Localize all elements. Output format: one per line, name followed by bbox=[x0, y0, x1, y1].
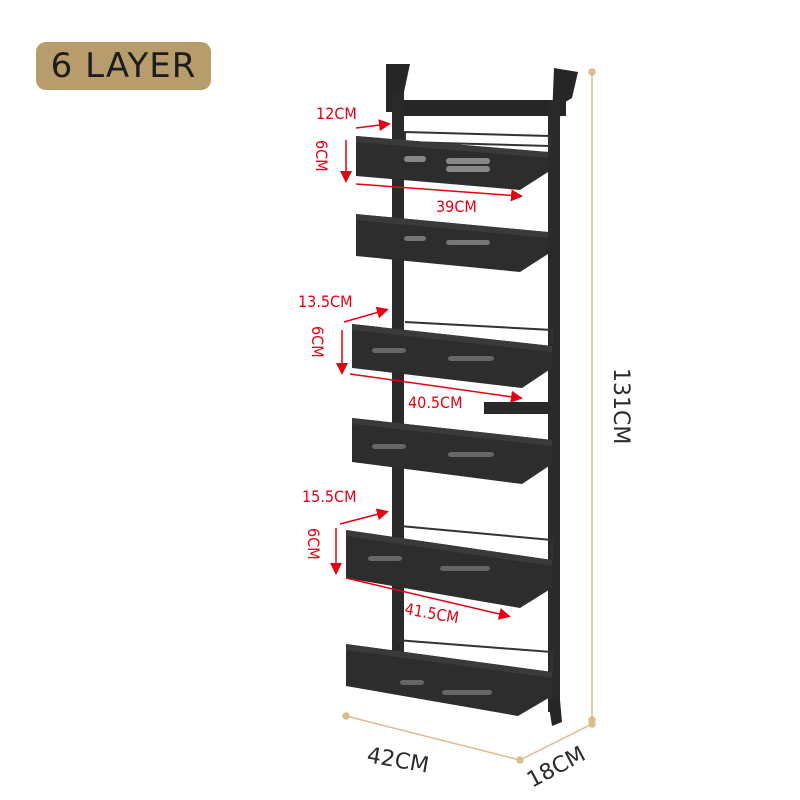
overall-width-label: 42CM bbox=[365, 743, 431, 778]
shelf-2 bbox=[356, 214, 548, 272]
overall-height-label: 131CM bbox=[608, 368, 633, 444]
layer-3-height-label: 6CM bbox=[304, 528, 323, 560]
top-crossbar bbox=[396, 100, 566, 116]
layer-2-height-label: 6CM bbox=[308, 326, 327, 358]
layer-count-badge: 6 LAYER bbox=[36, 42, 211, 90]
layer-3-dimensions bbox=[330, 508, 511, 620]
layer-2-depth-label: 13.5CM bbox=[298, 292, 353, 311]
shelf-4 bbox=[352, 418, 552, 484]
shelf-6 bbox=[346, 639, 553, 716]
layer-1-height-label: 6CM bbox=[312, 140, 331, 172]
overall-dimension-guides bbox=[342, 68, 596, 764]
layer-1-width-label: 39CM bbox=[436, 197, 477, 216]
layer-2-dimensions bbox=[336, 306, 523, 403]
layer-1-depth-label: 12CM bbox=[316, 104, 357, 123]
rack-illustration bbox=[346, 64, 578, 726]
overall-depth-label: 18CM bbox=[523, 742, 590, 793]
bracket bbox=[484, 402, 552, 414]
shelf-3 bbox=[352, 321, 553, 388]
shelf-5 bbox=[346, 525, 553, 608]
layer-1-dimensions bbox=[340, 119, 523, 202]
shelf-1 bbox=[356, 130, 551, 190]
layer-count-label: 6 LAYER bbox=[50, 46, 197, 86]
layer-2-width-label: 40.5CM bbox=[408, 393, 463, 412]
layer-3-depth-label: 15.5CM bbox=[302, 487, 357, 506]
